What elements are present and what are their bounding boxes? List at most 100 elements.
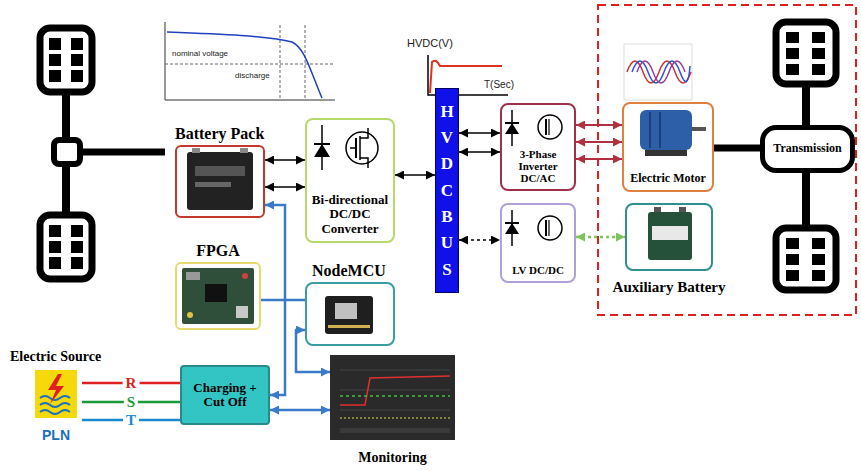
connector [395,174,435,176]
edge-label: S [124,394,138,411]
pln-logo-part [48,374,64,404]
battery-picture-part [187,152,253,210]
left-wheels-part [49,241,61,253]
converter-symbol [314,125,378,170]
connector [459,239,500,241]
node-label: Transmission [765,142,850,155]
node-label: Auxiliary Battery [613,279,726,296]
left-wheels-part [49,54,61,66]
right-wheels-part [786,48,799,59]
monitoring-screenshot-part [340,376,450,405]
left-wheels-part [71,241,83,253]
battery-picture-part [240,148,248,153]
node-label: NodeMCU [312,262,386,280]
left-wheels-part [71,225,83,237]
connector [270,409,330,412]
monitoring-screenshot-part [340,428,450,433]
monitoring-screenshot-part [330,355,455,440]
three-phase-waves [624,44,692,100]
right-wheels-part [776,228,836,290]
battery-discharge-chart-part [305,25,306,100]
motor-picture-part [659,112,661,148]
inverter-symbol-part [505,122,519,124]
auxiliary-battery-picture-part [652,226,688,240]
right-wheels-part [812,270,825,281]
battery-discharge-chart-part [165,64,335,65]
battery-discharge-chart-part [155,18,340,106]
node-label: FPGA [196,242,240,260]
fpga-box: FPGA [175,262,261,330]
inverter-symbol-part [505,123,519,134]
converter-symbol-part [360,128,368,138]
lv-converter-box: LV DC/DC [500,203,576,283]
node-label: LV DC/DC [504,264,572,276]
right-wheels-part [786,254,799,265]
fpga-board-picture-part [186,272,200,280]
pln-logo-part [40,410,70,414]
right-wheels-part [812,32,825,43]
left-wheels-part [49,225,61,237]
three-phase-waves-part [624,44,692,100]
nodemcu-board-picture [325,296,373,334]
auxiliary-battery-picture-part [654,207,661,212]
lv-converter-symbol-part [505,223,519,234]
converter-symbol-part [359,136,361,160]
node-label: 3-Phase Inverter DC/AC [504,148,572,184]
monitoring-panel: Monitoring [330,355,455,440]
electric-source: Electric SourcePLN [30,368,82,448]
auxiliary-battery-picture [648,207,692,260]
fpga-board-picture-part [182,268,254,324]
connector [576,124,622,126]
left-wheels-part [49,38,61,50]
monitoring-screenshot-part [340,418,450,419]
three-phase-waves-part [627,61,691,83]
monitoring-screenshot-part [340,390,450,391]
motor-picture [640,110,706,156]
left-wheels-part [40,28,92,92]
node-label: Bi-directional DC/DC Converter [309,193,391,236]
motor-picture-part [692,127,706,131]
right-wheels-part [786,270,799,281]
lv-converter-symbol-part [548,220,549,236]
nodemcu-board-picture-part [335,303,357,319]
battery-picture [187,148,253,210]
fpga-board-picture-part [236,306,248,318]
right-wheels-part [786,238,799,249]
battery-picture-part [195,182,231,187]
converter-symbol-part [360,158,368,168]
chart-label: T(Sec) [484,79,514,90]
left-wheels-part [71,38,83,50]
auxiliary-battery-picture-part [679,207,686,212]
converter-symbol-part [314,143,330,145]
battery-discharge-chart-part [165,22,335,100]
inverter-symbol-part [548,119,549,135]
monitoring-screenshot-part [340,410,450,411]
connector [459,151,500,153]
inverter-symbol [505,110,562,146]
left-wheels-part [71,257,83,269]
right-wheels-part [812,48,825,59]
battery-pack-box: Battery Pack [175,145,265,218]
inverter-box: 3-Phase Inverter DC/AC [500,103,576,191]
left-wheels-part [71,70,83,82]
left-wheels [40,28,165,279]
inverter-symbol-part [545,119,547,135]
right-wheels-part [786,64,799,75]
right-wheels-part [812,254,825,265]
transmission-box: Transmission [760,125,855,173]
motor-picture-part [640,110,692,150]
edge-label: T [123,412,139,429]
connector [459,132,500,134]
connector [576,141,622,143]
motor-box: Electric Motor [622,102,714,192]
connector [265,186,305,188]
node-sublabel: PLN [32,428,80,443]
motor-picture-part [645,150,687,156]
battery-discharge-chart-part [280,25,281,100]
connector [261,299,305,302]
connector [714,145,760,152]
left-wheels-part [49,257,61,269]
converter-symbol-part [346,132,378,164]
dc-dc-converter-box: Bi-directional DC/DC Converter [305,118,395,243]
